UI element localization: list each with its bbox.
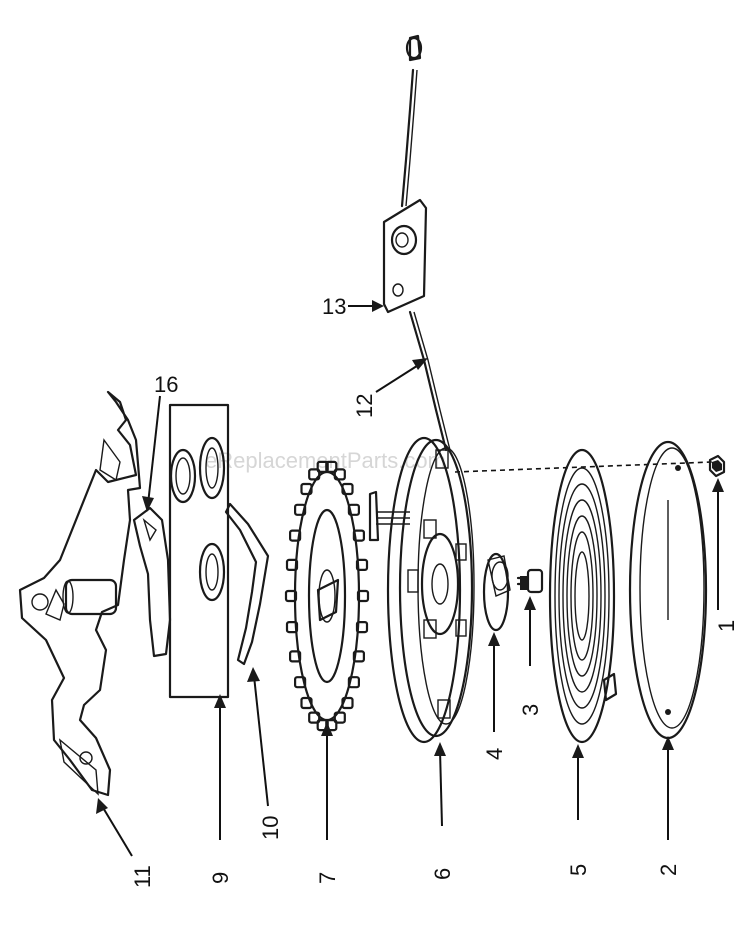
- part-11-bracket: [18, 390, 142, 797]
- gear-tooth: [285, 558, 299, 572]
- gear-tooth: [294, 503, 307, 516]
- part-4-bushing: [482, 552, 511, 632]
- part-12-rope: [408, 310, 451, 452]
- callout-16: 16: [154, 372, 178, 397]
- gear-tooth: [333, 711, 346, 724]
- gear-tooth: [341, 696, 354, 710]
- gear-tooth: [300, 482, 313, 496]
- part-2-cover: [628, 440, 708, 740]
- gear-tooth: [347, 503, 360, 516]
- gear-tooth: [355, 620, 369, 634]
- callout-12: 12: [352, 394, 377, 418]
- gear-tooth: [352, 529, 365, 542]
- gear-tooth: [325, 460, 338, 473]
- part-6-pulley: [368, 436, 475, 744]
- callout-2: 2: [656, 864, 681, 876]
- gear-tooth: [352, 650, 365, 663]
- gear-tooth: [289, 650, 302, 663]
- callout-6: 6: [430, 868, 455, 880]
- callout-13: 13: [322, 294, 346, 319]
- gear-tooth: [341, 482, 354, 496]
- gear-tooth: [294, 676, 307, 689]
- alignment-dashed-line: [454, 461, 713, 473]
- callout-7: 7: [315, 872, 340, 884]
- part-10-spring: [224, 502, 270, 666]
- gear-tooth: [285, 620, 299, 634]
- gear-tooth: [316, 460, 329, 473]
- gear-tooth: [333, 468, 346, 481]
- part-7-gear: [284, 460, 370, 732]
- callout-5: 5: [566, 864, 591, 876]
- part-13-handle: [382, 34, 428, 314]
- callout-1: 1: [714, 620, 739, 632]
- leader-lines: [96, 300, 724, 857]
- gear-tooth: [355, 558, 369, 572]
- callout-9: 9: [208, 872, 233, 884]
- gear-tooth: [289, 529, 302, 542]
- callout-10: 10: [258, 816, 283, 840]
- gear-tooth: [308, 468, 321, 481]
- gear-tooth: [347, 676, 360, 689]
- gear-tooth: [308, 711, 321, 724]
- gear-tooth: [356, 589, 370, 603]
- part-1-nut: [708, 454, 726, 478]
- part-5-recoil-spring: [548, 448, 618, 744]
- gear-tooth: [284, 589, 298, 603]
- callout-3: 3: [518, 704, 543, 716]
- callout-4: 4: [482, 748, 507, 760]
- callout-11: 11: [130, 865, 155, 888]
- part-3-screw: [516, 568, 544, 594]
- gear-tooth: [300, 696, 313, 710]
- part-9-plate: [168, 403, 230, 699]
- part-16-pawl: [132, 506, 172, 658]
